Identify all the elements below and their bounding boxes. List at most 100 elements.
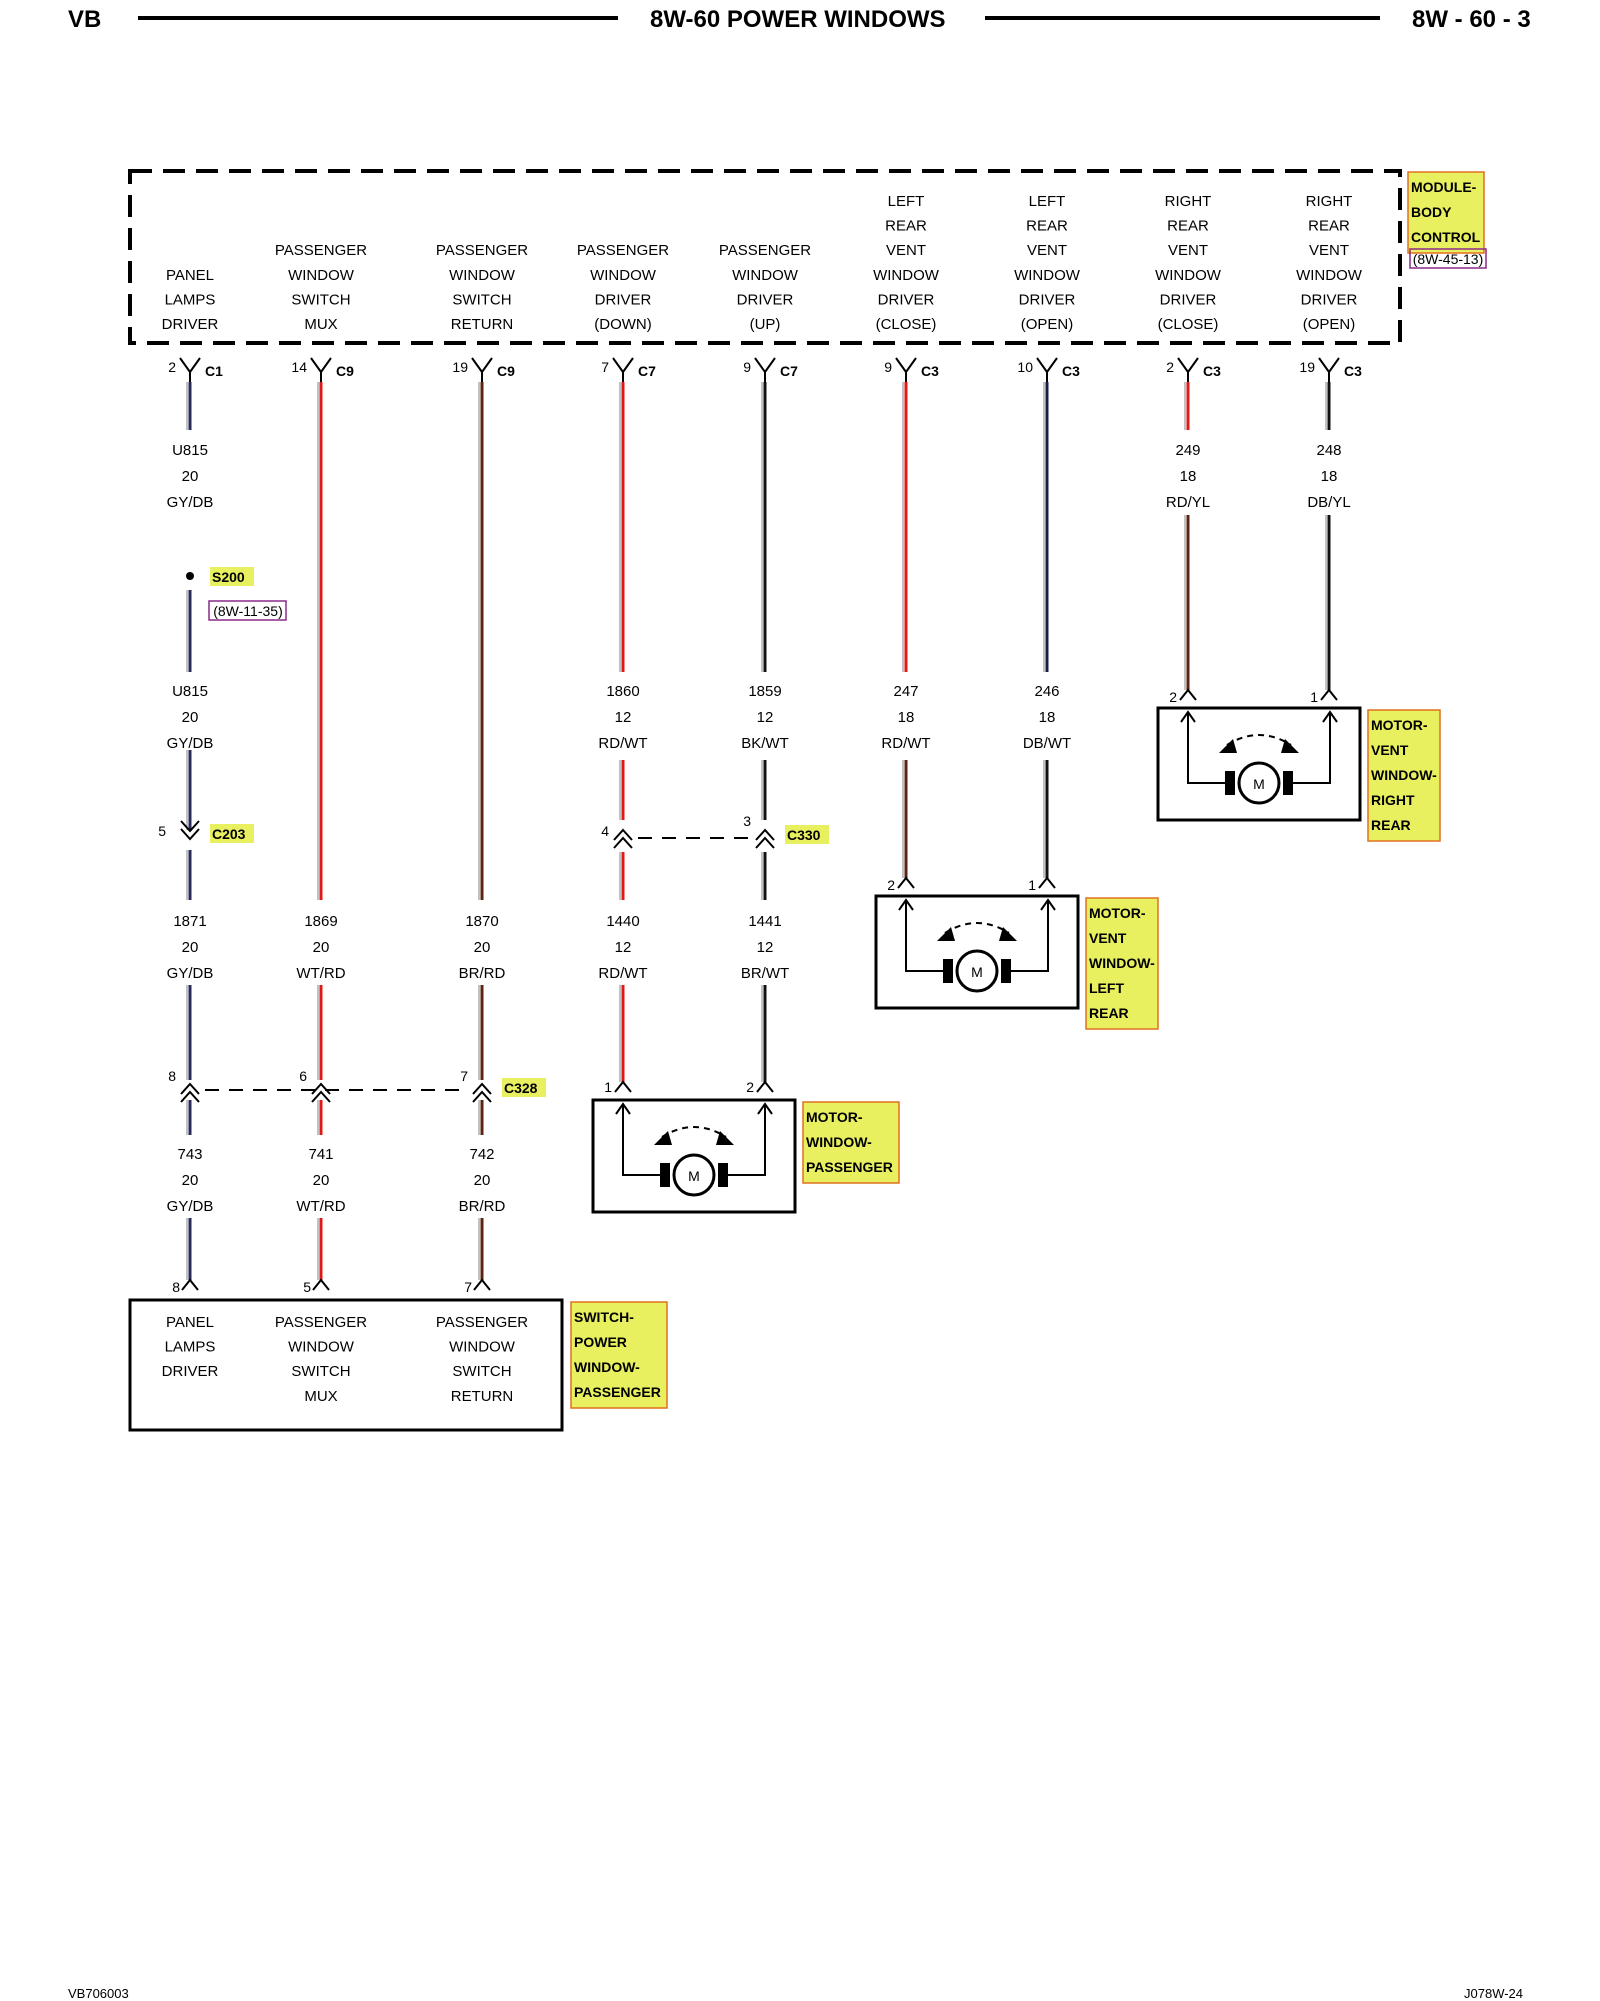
motor-vent-left-pin: 2: [887, 877, 895, 893]
bcm-pin-label: PASSENGER: [436, 242, 528, 259]
bcm-pin-number: 10: [1017, 359, 1033, 375]
motor-vent-window-right-rear-tag: WINDOW-: [1371, 767, 1437, 783]
c328-pin: 6: [299, 1068, 307, 1084]
bcm-connector-name: C7: [780, 363, 798, 379]
switch-pin: 5: [303, 1279, 311, 1295]
bcm-pin-number: 9: [884, 359, 892, 375]
motor-vent-window-right-rear-tag: RIGHT: [1371, 792, 1415, 808]
wire-742-label: 20: [474, 1172, 491, 1189]
bcm-pin-label: (OPEN): [1021, 316, 1074, 333]
switch-terminal: [181, 1278, 199, 1291]
wire-1859-label: 12: [757, 709, 774, 726]
motor-vent-window-left-rear-leads: [905, 900, 1049, 972]
page-number: 8W - 60 - 3: [1412, 6, 1531, 33]
bcm-pin-label: DRIVER: [737, 291, 794, 308]
bcm-pin-label: DRIVER: [1160, 291, 1217, 308]
motor-vent-right-terminal: [1179, 688, 1197, 701]
connector-c328-terminal: [472, 1082, 492, 1103]
bcm-ref-box: [1409, 248, 1487, 269]
connector-c328-tag-bg: [502, 1078, 546, 1097]
c330-pin: 3: [743, 813, 751, 829]
switch-pin-label: PANEL: [166, 1314, 214, 1331]
bcm-pin-label: RIGHT: [1165, 193, 1212, 210]
switch-terminal: [312, 1278, 330, 1291]
switch-terminal: [473, 1278, 491, 1291]
label-layer: MODULE-BODYCONTROL(8W-45-13)PANELLAMPSDR…: [158, 179, 1483, 1405]
footer-drawing-number: J078W-24: [1464, 1986, 1524, 2001]
module-body-control-tag: BODY: [1411, 204, 1452, 220]
bcm-pin-label: REAR: [1167, 218, 1209, 235]
motor-window-passenger-rotation-arrows: [654, 1131, 734, 1145]
connector-c203-tag: C203: [212, 826, 246, 842]
bcm-pin-label: RIGHT: [1306, 193, 1353, 210]
motor-vent-window-right-rear-rotation-arrows: [1219, 739, 1299, 753]
motor-vent-window-right-rear-lead-arrows: [1180, 710, 1338, 723]
connector-c328-terminal: [180, 1082, 200, 1103]
motor-vent-window-left-rear-rotation-arrows: [937, 927, 1017, 941]
bcm-connector-name: C7: [638, 363, 656, 379]
module-body-control-box: [128, 169, 1402, 345]
wire-1869-label: WT/RD: [296, 965, 345, 982]
header-rule-right: [985, 16, 1380, 20]
wire-1859-label: BK/WT: [741, 735, 789, 752]
module-body-control-tag: MODULE-: [1411, 179, 1477, 195]
bcm-pin-label: WINDOW: [590, 267, 657, 284]
wire-1441-label: 12: [757, 939, 774, 956]
wire-247-label: 18: [898, 709, 915, 726]
bcm-connector-name: C3: [1062, 363, 1080, 379]
switch-pin-label: MUX: [304, 1388, 337, 1405]
bcm-pin-label: VENT: [886, 242, 926, 259]
motor-vent-window-right-rear-leads: [1187, 712, 1331, 784]
bcm-terminal: [754, 357, 776, 382]
bcm-terminal: [612, 357, 634, 382]
switch-power-window-passenger-tag: WINDOW-: [574, 1359, 640, 1375]
wire-u815-top-label: 20: [182, 468, 199, 485]
wire-1440-label: RD/WT: [598, 965, 647, 982]
motor-symbol: [955, 949, 999, 993]
switch-pin-label: DRIVER: [162, 1363, 219, 1380]
bcm-pin-label: LEFT: [1029, 193, 1066, 210]
bcm-pin-label: VENT: [1309, 242, 1349, 259]
switch-pin-label: SWITCH: [452, 1363, 511, 1380]
switch-pin: 7: [464, 1279, 472, 1295]
wire-u815-top-label: GY/DB: [167, 494, 214, 511]
wire-u815-bottom-label: GY/DB: [167, 735, 214, 752]
component-layer: [128, 169, 1487, 1432]
motor-letter: M: [688, 1168, 700, 1184]
header-rule-left: [138, 16, 618, 20]
connector-c203-tag-bg: [210, 824, 254, 843]
wire-743-label: 20: [182, 1172, 199, 1189]
bcm-pin-label: LEFT: [888, 193, 925, 210]
switch-pin-label: SWITCH: [291, 1363, 350, 1380]
c328-pin: 8: [168, 1068, 176, 1084]
bcm-ref-link: (8W-45-13): [1413, 251, 1484, 267]
bcm-pin-label: WINDOW: [732, 267, 799, 284]
module-body-control-tag: CONTROL: [1411, 229, 1481, 245]
bcm-pin-label: (UP): [750, 316, 781, 333]
bcm-pin-label: WINDOW: [1296, 267, 1363, 284]
bcm-pin-label: DRIVER: [878, 291, 935, 308]
switch-pin-label: RETURN: [451, 1388, 514, 1405]
motor-vent-window-right-rear-brush-right: [1283, 771, 1293, 795]
wire-u815-bottom-label: 20: [182, 709, 199, 726]
bcm-pin-number: 9: [743, 359, 751, 375]
connector-c330-tag-bg: [785, 825, 829, 844]
module-body-control-tag-bg: [1407, 171, 1485, 254]
motor-vent-left-pin: 1: [1028, 877, 1036, 893]
bcm-connector-name: C3: [921, 363, 939, 379]
c328-pin: 7: [460, 1068, 468, 1084]
switch-power-window-passenger-tag: POWER: [574, 1334, 627, 1350]
bcm-pin-label: PASSENGER: [719, 242, 811, 259]
wire-1860-label: 1860: [606, 683, 639, 700]
wire-1869-label: 1869: [304, 913, 337, 930]
motor-window-passenger-tag: WINDOW-: [806, 1134, 872, 1150]
wire-u815-bottom-label: U815: [172, 683, 208, 700]
footer-figure-id: VB706003: [68, 1986, 129, 2001]
motor-passenger-pin: 1: [604, 1079, 612, 1095]
bcm-terminal: [179, 357, 201, 382]
wire-1871-label: 20: [182, 939, 199, 956]
switch-power-window-passenger-tag-bg: [570, 1301, 668, 1409]
wire-1859-label: 1859: [748, 683, 781, 700]
motor-window-passenger-leads: [622, 1104, 766, 1176]
wire-741-label: WT/RD: [296, 1198, 345, 1215]
